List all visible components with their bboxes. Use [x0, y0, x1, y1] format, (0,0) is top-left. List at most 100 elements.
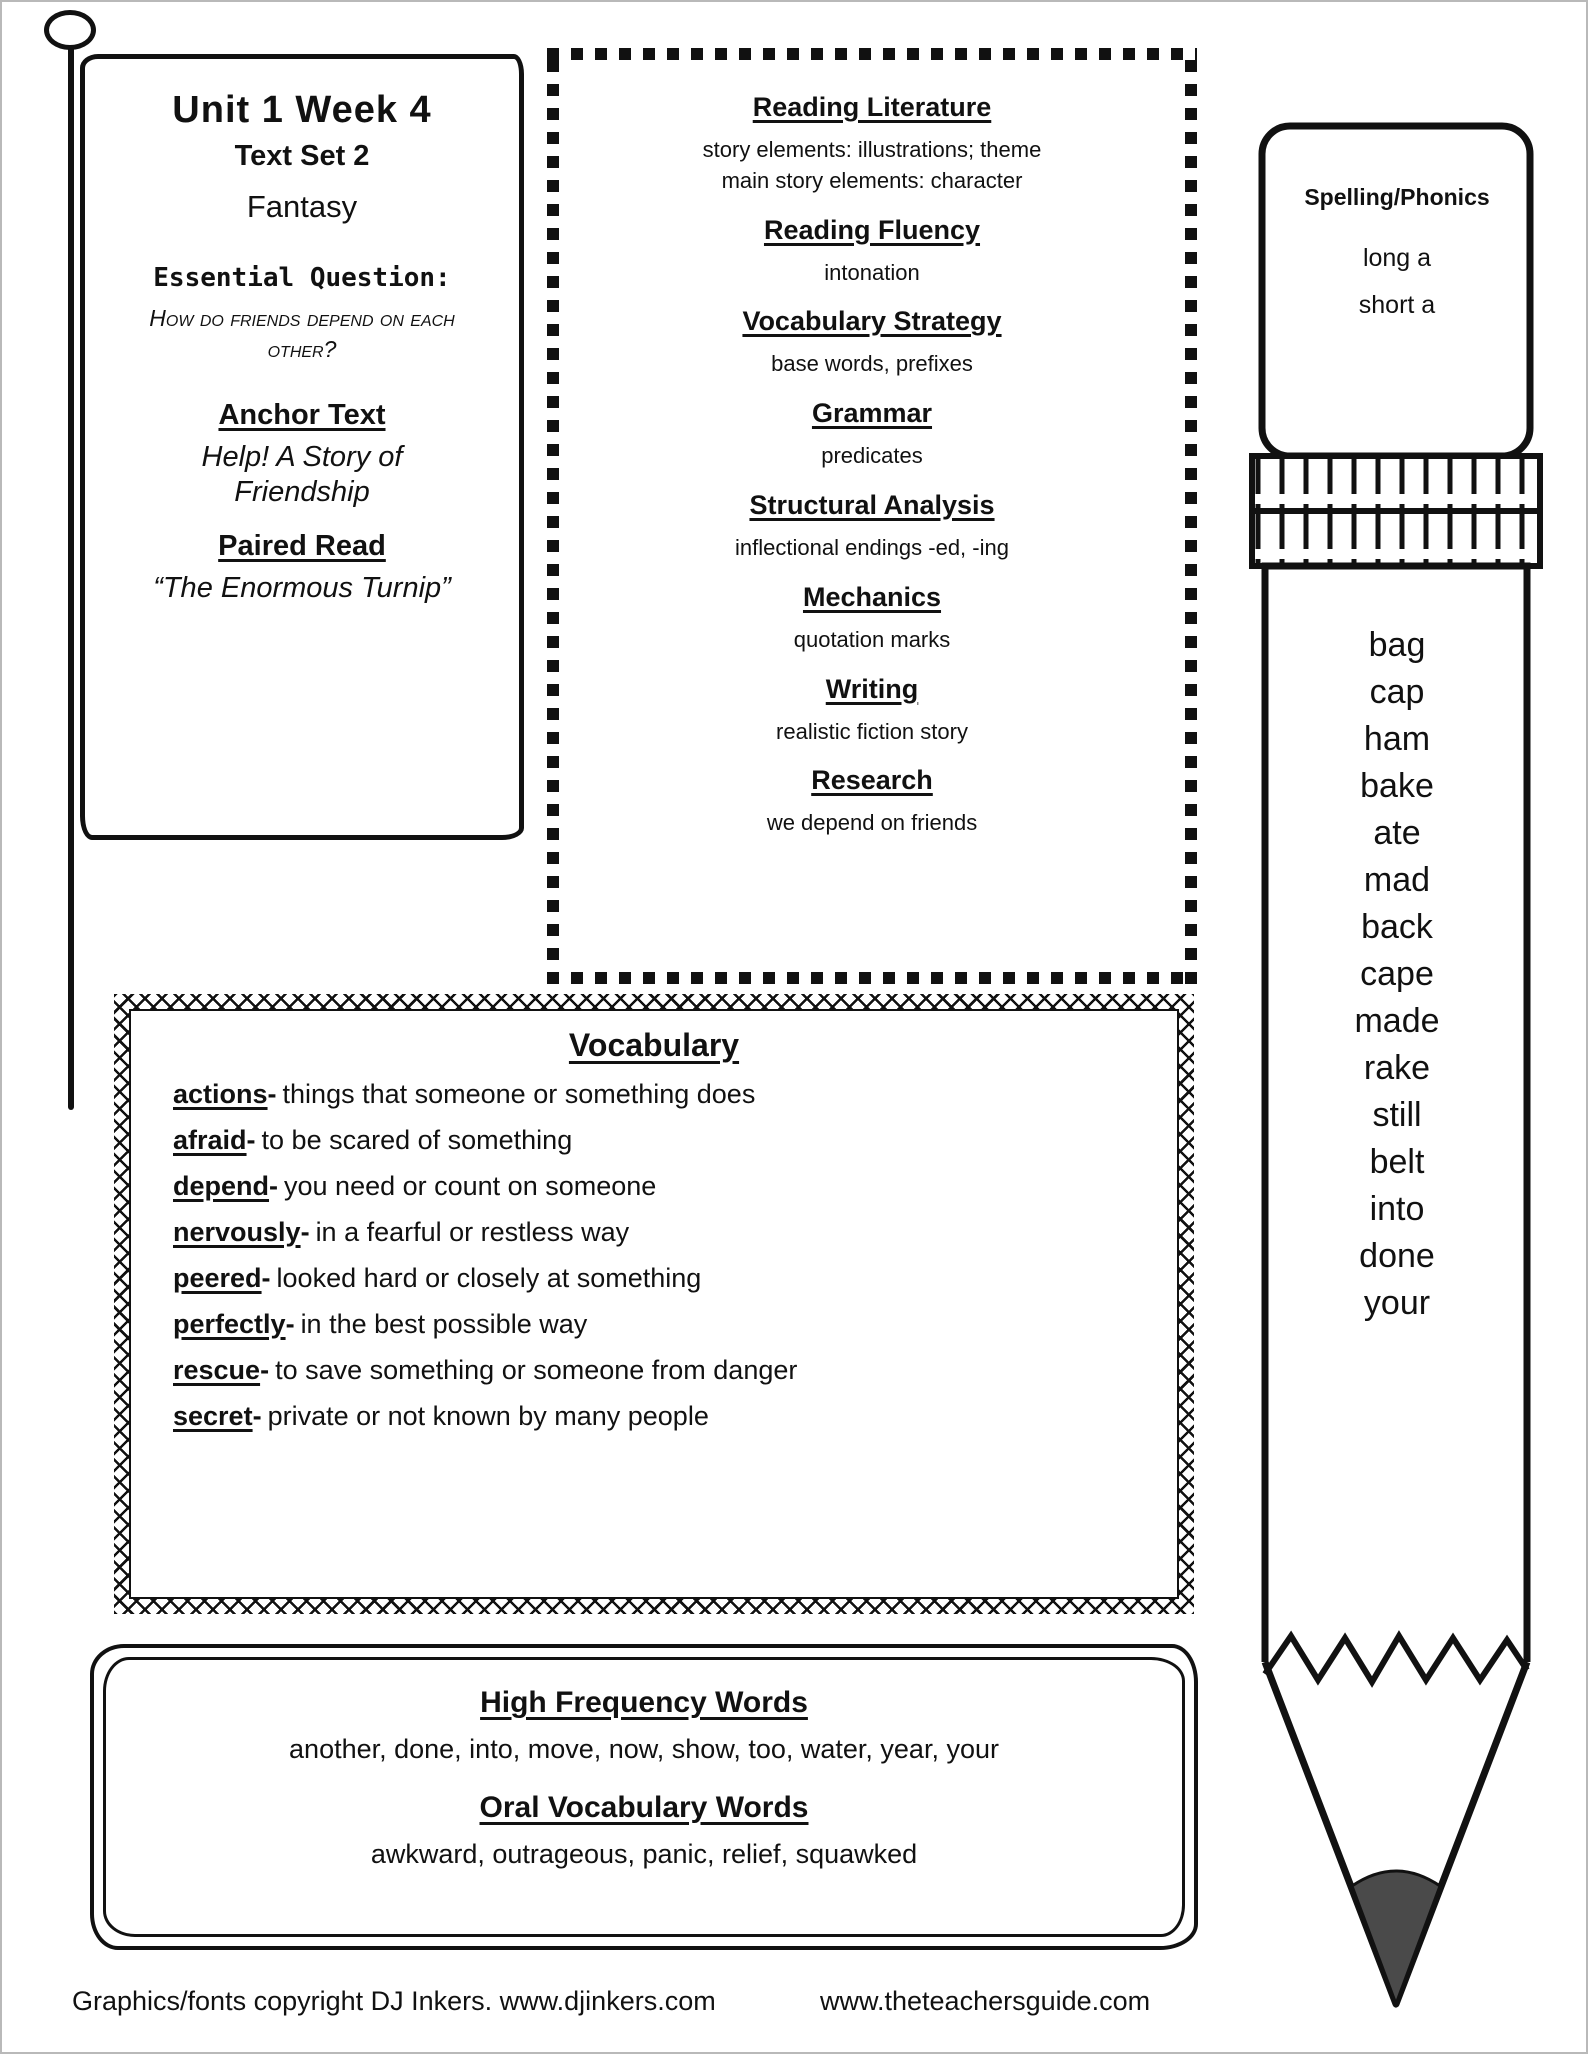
copyright-credit: Graphics/fonts copyright DJ Inkers. www.… [72, 1986, 716, 2016]
spelling-word: mad [1363, 861, 1431, 899]
spelling-word: your [1363, 1284, 1431, 1322]
word-lists-box: High Frequency Words another, done, into… [90, 1644, 1198, 1950]
paired-read-label: Paired Read [218, 529, 386, 562]
curriculum-section-heading: Reading Literature [752, 92, 992, 122]
vocabulary-definition: private or not known by many people [267, 1401, 709, 1431]
vocabulary-term: nervously [173, 1217, 301, 1247]
spelling-word: made [1354, 1002, 1440, 1040]
spelling-word: cape [1360, 955, 1434, 993]
essential-question-text: How do friends depend on each other? [149, 305, 455, 363]
curriculum-section-body: inflectional endings -ed, -ing [735, 534, 1009, 560]
pencil-ferrule-band-top [1249, 453, 1543, 514]
vocabulary-term: peered [173, 1263, 262, 1293]
phonics-skills-list: long a short a [1264, 244, 1530, 338]
oral-vocabulary-title: Oral Vocabulary Words [479, 1791, 809, 1824]
essential-question-label: Essential Question: [153, 263, 451, 293]
curriculum-section-heading: Structural Analysis [749, 489, 995, 520]
vocabulary-entry: rescue-to save something or someone from… [173, 1355, 1135, 1386]
vocabulary-definition: you need or count on someone [284, 1171, 657, 1201]
vocabulary-definition: to save something or someone from danger [275, 1355, 798, 1385]
curriculum-section: Writing realistic fiction story [567, 674, 1177, 748]
vocabulary-entry: depend-you need or count on someone [173, 1171, 1135, 1202]
curriculum-section-body: intonation [824, 259, 920, 285]
curriculum-section-body: we depend on friends [766, 810, 978, 836]
flag-pole [68, 32, 74, 1110]
spelling-word: bake [1360, 767, 1434, 805]
text-set-subtitle: Text Set 2 [234, 140, 370, 172]
vocabulary-entry: secret-private or not known by many peop… [173, 1401, 1135, 1432]
curriculum-section-heading: Vocabulary Strategy [742, 306, 1002, 337]
curriculum-section-body: story elements: illustrations; theme mai… [702, 137, 1042, 193]
vocabulary-definition: in a fearful or restless way [315, 1217, 630, 1247]
pencil-body [1261, 562, 1531, 1662]
spelling-phonics-heading: Spelling/Phonics [1304, 184, 1490, 210]
curriculum-box: Reading Literature story elements: illus… [547, 48, 1197, 984]
curriculum-section-body: realistic fiction story [776, 718, 968, 744]
curriculum-section-heading: Reading Fluency [763, 214, 981, 245]
word-lists-box-inner: High Frequency Words another, done, into… [103, 1657, 1185, 1937]
vocabulary-separator: - [300, 1217, 310, 1247]
vocabulary-term: rescue [173, 1355, 261, 1385]
curriculum-section-body: base words, prefixes [771, 351, 973, 377]
paired-read-title: “The Enormous Turnip” [153, 571, 451, 604]
curriculum-section: Structural Analysis inflectional endings… [567, 490, 1177, 564]
anchor-text-title: Help! A Story of Friendship [201, 441, 403, 508]
curriculum-section-heading: Grammar [811, 398, 933, 429]
curriculum-section-heading: Research [811, 765, 933, 796]
curriculum-section: Grammar predicates [567, 398, 1177, 472]
vocabulary-term: perfectly [173, 1309, 286, 1339]
vocabulary-definition: looked hard or closely at something [276, 1263, 702, 1293]
spelling-word: ham [1363, 720, 1431, 758]
flag-knob [44, 10, 96, 50]
genre-label: Fantasy [246, 189, 358, 224]
curriculum-section-body: quotation marks [793, 626, 951, 652]
pencil-lead [1350, 1869, 1442, 2009]
high-frequency-words: another, done, into, move, now, show, to… [289, 1734, 999, 1764]
spelling-word: ate [1373, 814, 1421, 852]
high-frequency-title: High Frequency Words [480, 1686, 808, 1719]
curriculum-section-heading: Writing [825, 673, 919, 704]
vocabulary-separator: - [269, 1171, 279, 1201]
curriculum-section: Mechanics quotation marks [567, 582, 1177, 656]
vocabulary-separator: - [267, 1079, 277, 1109]
vocabulary-separator: - [252, 1401, 262, 1431]
vocabulary-term: actions [173, 1079, 268, 1109]
vocabulary-box: Vocabulary actions-things that someone o… [114, 994, 1194, 1614]
oral-vocabulary-words: awkward, outrageous, panic, relief, squa… [370, 1839, 918, 1869]
vocabulary-entry: peered-looked hard or closely at somethi… [173, 1263, 1135, 1294]
vocabulary-term: afraid [173, 1125, 247, 1155]
vocabulary-definition: things that someone or something does [282, 1079, 756, 1109]
pencil-wood-zigzag [1262, 1630, 1530, 1688]
spelling-word: rake [1363, 1049, 1431, 1087]
spelling-word-list: bag cap ham bake ate mad back cape made … [1264, 622, 1530, 1327]
vocabulary-term: secret [173, 1401, 253, 1431]
vocabulary-entry: actions-things that someone or something… [173, 1079, 1135, 1110]
vocabulary-entry: perfectly-in the best possible way [173, 1309, 1135, 1340]
vocabulary-list: actions-things that someone or something… [173, 1079, 1135, 1432]
vocabulary-separator: - [261, 1263, 271, 1293]
curriculum-section-body: predicates [821, 443, 923, 469]
vocabulary-separator: - [246, 1125, 256, 1155]
spelling-word: cap [1369, 673, 1425, 711]
spelling-word: belt [1369, 1143, 1425, 1181]
pencil-ferrule-band-bottom [1249, 508, 1543, 569]
anchor-text-label: Anchor Text [218, 399, 386, 432]
vocabulary-separator: - [260, 1355, 270, 1385]
vocabulary-entry: afraid-to be scared of something [173, 1125, 1135, 1156]
spelling-word: bag [1368, 626, 1426, 664]
vocabulary-definition: to be scared of something [261, 1125, 573, 1155]
curriculum-section: Reading Fluency intonation [567, 215, 1177, 289]
vocabulary-term: depend [173, 1171, 270, 1201]
vocabulary-separator: - [285, 1309, 295, 1339]
spelling-word: into [1369, 1190, 1425, 1228]
phonics-skill: short a [1358, 291, 1436, 319]
spelling-word: back [1361, 908, 1433, 946]
curriculum-section: Reading Literature story elements: illus… [567, 92, 1177, 197]
curriculum-section-heading: Mechanics [802, 581, 942, 612]
site-url: www.theteachersguide.com [820, 1986, 1151, 2016]
vocabulary-title: Vocabulary [568, 1027, 740, 1063]
curriculum-section: Vocabulary Strategy base words, prefixes [567, 306, 1177, 380]
vocabulary-box-inner: Vocabulary actions-things that someone o… [129, 1009, 1179, 1599]
spelling-word: still [1372, 1096, 1422, 1134]
